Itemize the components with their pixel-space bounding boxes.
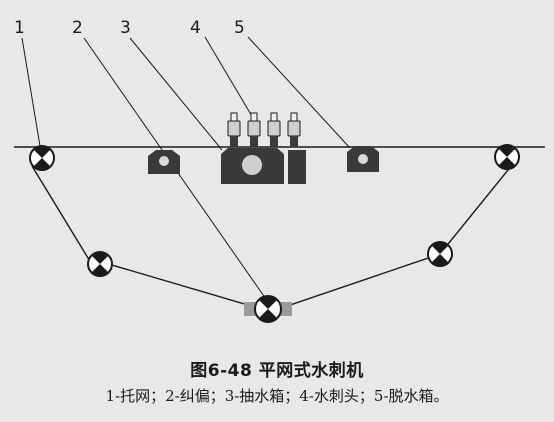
water-jet-head-3 [267,112,281,147]
leader-line-5 [247,36,351,149]
callout-2: 2 [72,18,83,38]
support-roller-left [29,145,55,171]
callout-1: 1 [14,18,25,38]
dewatering-box-right [347,146,379,172]
suction-water-box [221,148,284,184]
support-roller-right [494,144,520,170]
dewatering-box-left [148,150,180,174]
callout-4: 4 [190,18,201,38]
callout-3: 3 [120,18,131,38]
leader-line-1 [21,37,41,147]
tracking-roller [244,295,292,323]
belt-loop [31,164,513,306]
flat-net-spunlace-machine-diagram: 1 2 3 4 5 [14,18,545,323]
figure-caption-legend: 1-托网；2-纠偏；3-抽水箱；4-水刺头；5-脱水箱。 [105,387,449,405]
figure-caption-title: 图6-48 平网式水刺机 [190,361,364,381]
water-jet-head-1 [227,112,241,147]
leader-line-4 [204,36,254,119]
water-jet-head-4 [287,112,301,147]
water-jet-head-2 [247,112,261,147]
leader-line-3 [129,37,223,151]
callout-5: 5 [234,18,245,38]
side-box [288,150,306,184]
guide-roller-lower-left [87,251,113,277]
guide-roller-lower-right [427,241,453,267]
